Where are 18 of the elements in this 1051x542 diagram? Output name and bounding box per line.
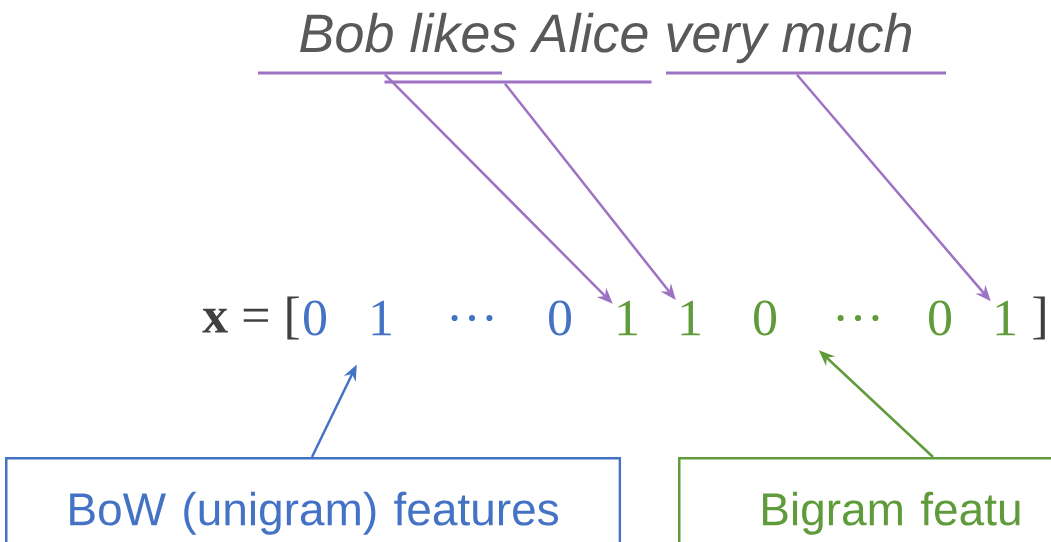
feature-box: BoW (unigram) features xyxy=(5,457,622,542)
vector-entry: 0 xyxy=(754,300,777,336)
vector-entry: 1 xyxy=(996,300,1015,336)
vector-entry: … xyxy=(451,314,493,322)
feature-box: Bigram featu xyxy=(678,457,1051,542)
vector-entry: 1 xyxy=(618,300,637,336)
underline xyxy=(384,80,652,84)
vector-entry: 1 xyxy=(372,300,391,336)
vector-entry: … xyxy=(837,314,879,322)
sentence: Bob likes Alice very much xyxy=(300,12,912,64)
vector-entry: 1 xyxy=(681,300,700,336)
underline xyxy=(258,71,502,75)
underline xyxy=(666,71,946,75)
vector-prefix: x = [ xyxy=(202,296,299,340)
vector-bracket: ] xyxy=(1033,296,1045,340)
vector-entry: 0 xyxy=(304,300,327,336)
vector-entry: 0 xyxy=(929,300,952,336)
vector-entry: 0 xyxy=(549,300,572,336)
